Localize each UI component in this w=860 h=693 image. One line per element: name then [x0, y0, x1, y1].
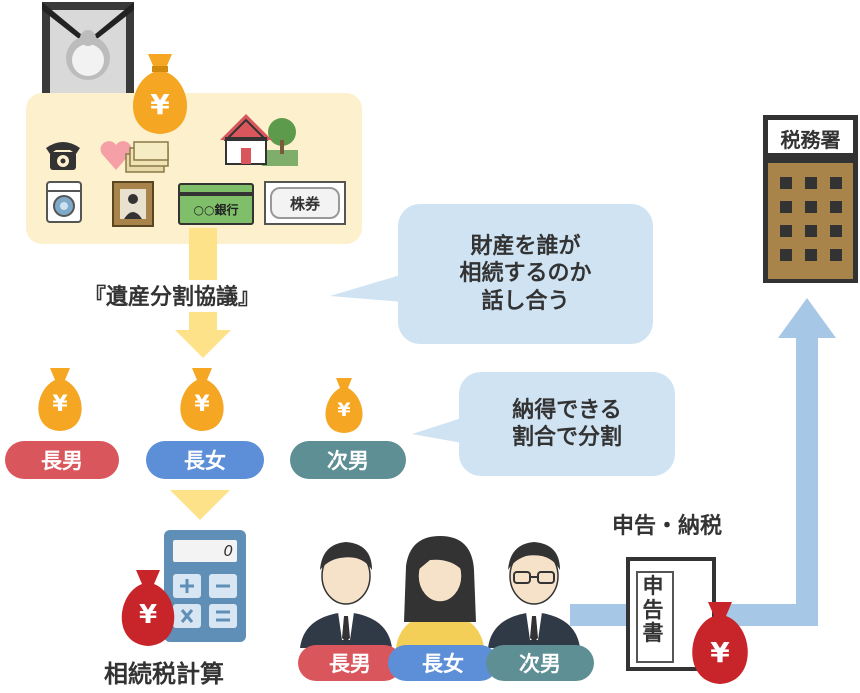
heir-1-money-bag-icon: ¥ [30, 364, 90, 434]
tax-payment-money-bag-icon: ¥ [682, 596, 758, 686]
filing-payment-label: 申告・納税 [612, 514, 723, 539]
tax-office-building-icon: 税務署 [763, 115, 858, 283]
heir-pill-second-son: 次男 [290, 441, 406, 479]
bubble-divide-line-2: 割合で分割 [511, 425, 622, 450]
tax-office-sign [768, 120, 853, 153]
flow-arrow-to-agreement [189, 228, 217, 280]
tax-office-windows [780, 177, 842, 261]
bubble-tail-talk [330, 274, 404, 302]
tax-return-document-text: 申告書 [642, 574, 664, 646]
heir-pill-eldest-son: 長男 [5, 441, 119, 479]
speech-bubble-discuss: 財産を誰が 相続するのか 話し合う [398, 204, 653, 344]
house-icon [220, 114, 298, 166]
heir-3-money-bag-icon: ¥ [318, 374, 370, 436]
calculator-icon: 0 [164, 530, 246, 642]
tax-money-bag-yen: ¥ [138, 600, 158, 630]
passbook-stripe [180, 192, 252, 196]
bubble-discuss-line-2: 相続するのか [459, 261, 592, 287]
heir-1-yen: ¥ [52, 392, 68, 417]
bank-label: ○○銀行 [193, 203, 239, 217]
heir-3-yen: ¥ [337, 399, 351, 421]
eldest-son-figure [300, 542, 392, 648]
framed-picture-icon [112, 181, 154, 227]
flow-arrow-to-tax-calc [170, 490, 230, 520]
filing-pill-second-son: 次男 [486, 645, 594, 681]
tax-return-document-label [636, 571, 674, 663]
stock-label: 株券 [289, 195, 320, 213]
heart-cash-icon [100, 141, 169, 173]
calculator-keys [173, 574, 237, 628]
tax-office-label: 税務署 [780, 128, 841, 152]
bubble-tail-divide [412, 416, 468, 444]
filing-pill-eldest-son: 長男 [298, 645, 402, 681]
second-son-figure [488, 542, 580, 648]
money-bag-yen-label: ¥ [150, 88, 170, 121]
inheritance-agreement-title: 『遺産分割協議』 [84, 285, 261, 310]
stock-certificate-icon: 株券 [264, 181, 346, 225]
bubble-divide-line-1: 納得できる [512, 397, 622, 423]
bubble-discuss-line-3: 話し合う [481, 288, 570, 314]
eldest-daughter-figure [396, 536, 484, 648]
tax-money-bag-icon: ¥ [112, 564, 184, 648]
calculator-display [173, 540, 237, 562]
heir-2-yen: ¥ [194, 392, 210, 417]
inheritance-tax-calc-label: 相続税計算 [104, 660, 224, 688]
bank-passbook-icon: ○○銀行 [178, 183, 254, 225]
telephone-icon [46, 142, 80, 170]
inheritance-money-bag-icon: ¥ [120, 48, 200, 138]
heir-2-money-bag-icon: ¥ [172, 364, 232, 434]
heir-pill-eldest-daughter: 長女 [146, 441, 264, 479]
speech-bubble-divide: 納得できる 割合で分割 [459, 372, 675, 476]
flow-arrow-to-heirs [175, 312, 231, 358]
filing-pill-eldest-daughter: 長女 [388, 645, 498, 681]
washing-machine-icon [46, 181, 82, 223]
stock-label-frame [270, 187, 340, 219]
calculator-display-value: 0 [223, 542, 233, 560]
heirs-people-illustration [300, 536, 580, 648]
tax-payment-yen: ¥ [710, 636, 730, 669]
bubble-discuss-line-1: 財産を誰が [470, 233, 581, 259]
